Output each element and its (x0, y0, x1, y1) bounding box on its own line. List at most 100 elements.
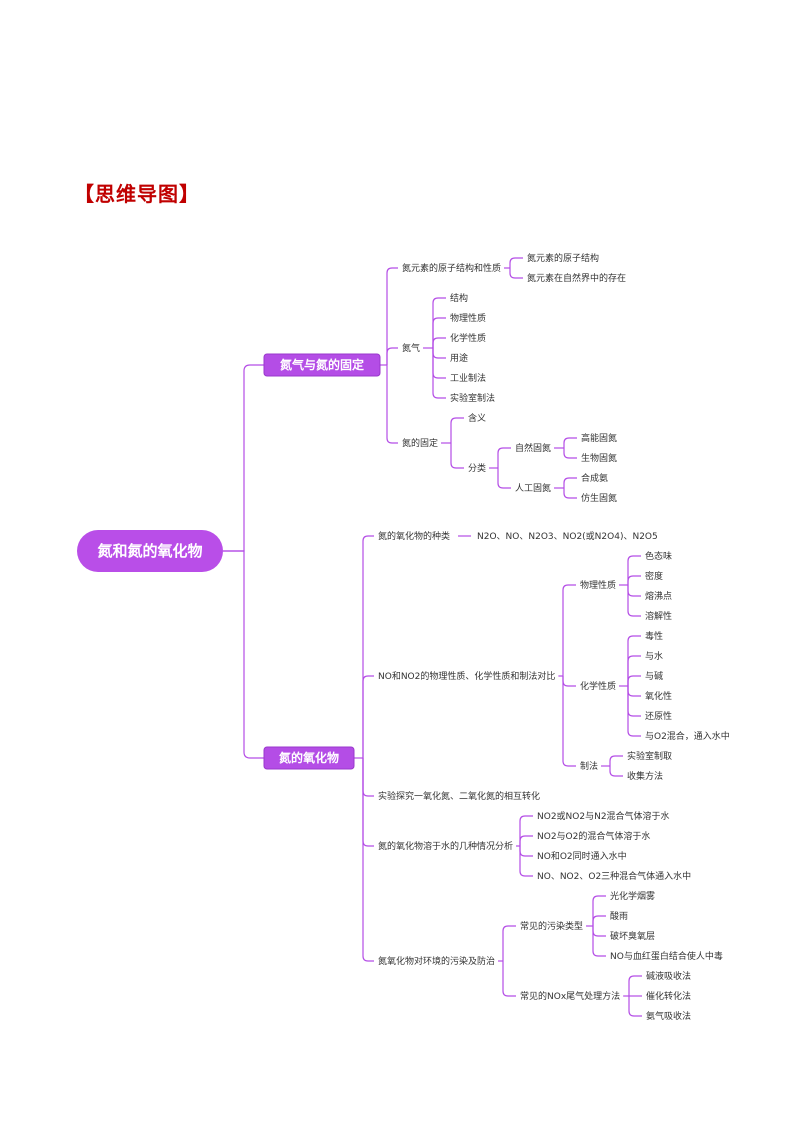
connector-line (519, 846, 533, 857)
topic-31: 与碱 (645, 671, 663, 682)
connector-line (509, 268, 523, 279)
topic-5: 结构 (450, 292, 468, 304)
topic-25: 密度 (645, 570, 663, 582)
topic-34: 与O2混合，通入水中 (645, 730, 730, 742)
connector-line (362, 535, 374, 758)
topic-29: 毒性 (645, 630, 663, 642)
connector-line (432, 297, 446, 348)
topic-2: 氮元素的原子结构 (527, 252, 599, 264)
topic-47: 酸雨 (610, 911, 628, 922)
connector-line (519, 835, 533, 846)
connector-line (432, 317, 446, 348)
topic-13: 分类 (468, 462, 486, 474)
connector-line (450, 417, 464, 443)
topic-40: NO2或NO2与N2混合气体溶于水 (537, 810, 670, 822)
connector-line (609, 755, 623, 766)
root-label: 氮和氮的氧化物 (97, 542, 202, 560)
connector-line (592, 915, 606, 926)
connector-line (362, 675, 374, 758)
topic-9: 工业制法 (450, 372, 486, 384)
connector-line (627, 686, 641, 697)
connector-line (562, 676, 576, 767)
connector-line (627, 655, 641, 686)
connector-line (432, 348, 446, 379)
connector-line (386, 365, 398, 444)
topic-16: 生物固氮 (581, 452, 617, 464)
connector-line (386, 267, 398, 365)
topic-23: 物理性质 (580, 579, 616, 591)
branch-node-2 (263, 746, 355, 770)
topic-51: 碱液吸收法 (646, 970, 691, 982)
topic-26: 熔沸点 (645, 590, 672, 602)
connector-line (432, 348, 446, 399)
connector-line (362, 758, 374, 962)
topic-15: 高能固氮 (581, 432, 617, 444)
connector-line (502, 925, 516, 961)
topic-3: 氮元素在自然界中的存在 (527, 272, 626, 284)
topic-53: 氨气吸收法 (646, 1010, 691, 1022)
connector-line (562, 584, 576, 676)
topic-27: 溶解性 (645, 610, 672, 622)
topic-24: 色态味 (645, 550, 672, 562)
connector-line (563, 448, 577, 459)
connector-line (502, 961, 516, 997)
connector-line (628, 975, 642, 996)
connector-line (497, 468, 511, 489)
topic-38: 实验探究一氧化氮、二氧化氮的相互转化 (378, 790, 540, 802)
connector-line (497, 447, 511, 468)
topic-36: 实验室制取 (627, 750, 672, 762)
connector-line (627, 686, 641, 717)
topic-8: 用途 (450, 352, 468, 364)
connector-lines (223, 257, 642, 1017)
branch-label-1: 氮气与氮的固定 (280, 357, 364, 372)
connector-line (432, 348, 446, 359)
root-node (77, 530, 223, 572)
topic-11: 氮的固定 (402, 437, 438, 449)
topic-45: 常见的污染类型 (520, 920, 583, 932)
connector-line (627, 675, 641, 686)
branch-label-2: 氮的氧化物 (279, 750, 339, 765)
connector-line (519, 815, 533, 846)
connector-line (362, 758, 374, 797)
topic-41: NO2与O2的混合气体溶于水 (537, 830, 650, 842)
branch-node-1 (263, 353, 381, 377)
connector-line (628, 996, 642, 1017)
topic-44: 氮氧化物对环境的污染及防治 (378, 955, 495, 967)
topic-48: 破坏臭氧层 (610, 930, 655, 942)
connector-line (450, 443, 464, 469)
connector-line (627, 635, 641, 686)
topic-50: 常见的NOx尾气处理方法 (520, 990, 620, 1002)
topic-14: 自然固氮 (515, 442, 551, 454)
topic-19: 仿生固氮 (581, 492, 617, 504)
topic-1: 氮元素的原子结构和性质 (402, 262, 501, 274)
topic-28: 化学性质 (580, 680, 616, 692)
topic-32: 氧化性 (645, 690, 672, 702)
connector-line (627, 585, 641, 597)
topic-6: 物理性质 (450, 312, 486, 324)
topic-33: 还原性 (645, 710, 672, 722)
connector-line (563, 437, 577, 448)
connector-line (223, 550, 264, 759)
topic-35: 制法 (580, 760, 598, 772)
connector-line (223, 364, 264, 552)
connector-line (519, 846, 533, 877)
topic-21: N2O、NO、N2O3、NO2(或N2O4)、N2O5 (477, 530, 658, 542)
connector-line (627, 585, 641, 617)
topic-4: 氮气 (402, 342, 420, 354)
topic-12: 含义 (468, 412, 486, 424)
topic-43: NO、NO2、O2三种混合气体通入水中 (537, 870, 691, 882)
topic-42: NO和O2同时通入水中 (537, 850, 627, 862)
connector-line (563, 488, 577, 499)
connector-line (386, 347, 398, 365)
connector-line (609, 766, 623, 777)
topic-7: 化学性质 (450, 332, 486, 344)
topic-20: 氮的氧化物的种类 (378, 530, 450, 542)
connector-line (592, 926, 606, 937)
topic-18: 合成氨 (581, 472, 608, 484)
page-heading: 【思维导图】 (74, 182, 200, 206)
connector-line (627, 555, 641, 585)
connector-line (563, 477, 577, 488)
connector-line (562, 676, 576, 687)
topic-17: 人工固氮 (515, 482, 551, 494)
